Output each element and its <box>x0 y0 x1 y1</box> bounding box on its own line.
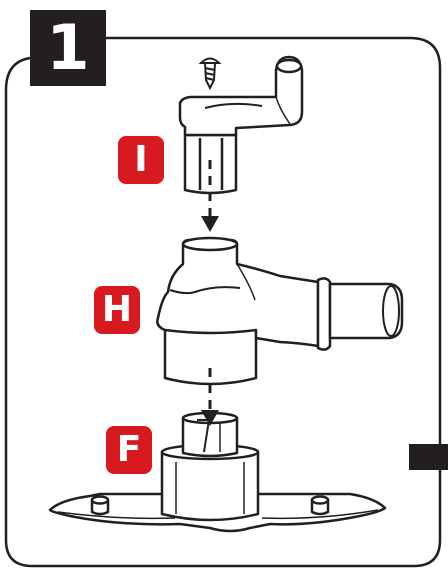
part-letter-f: F <box>116 429 142 470</box>
part-label-badge-i: I <box>118 136 164 184</box>
step-number-badge: 1 <box>30 10 106 86</box>
arrow-down-icon <box>201 368 219 426</box>
part-letter-h: H <box>101 289 133 330</box>
screw-icon <box>198 57 222 91</box>
base-spindle-part <box>48 411 387 533</box>
part-label-badge-h: H <box>94 286 140 334</box>
next-step-tab <box>409 444 448 470</box>
gear-housing-part <box>156 236 404 386</box>
step-frame <box>4 36 442 568</box>
crank-handle-part <box>178 55 304 195</box>
part-label-badge-f: F <box>106 426 152 474</box>
step-number: 1 <box>46 11 90 84</box>
arrow-down-icon <box>201 160 219 232</box>
part-letter-i: I <box>134 139 148 180</box>
